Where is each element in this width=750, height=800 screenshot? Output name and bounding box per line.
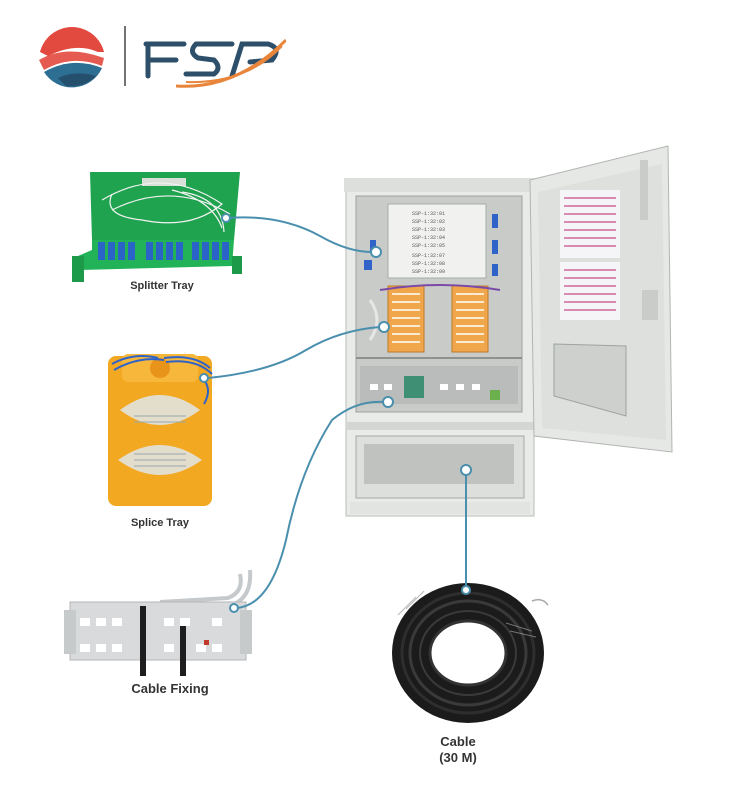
cable-fixing-image	[64, 566, 254, 676]
splitter-label-5: SSP-1:32:05	[412, 243, 445, 249]
leader-dot-cable	[461, 585, 471, 595]
leader-dot-splitter-cabinet	[370, 246, 382, 258]
brand-logo	[36, 20, 286, 92]
leader-dot-splice	[199, 373, 209, 383]
cable-caption-line2: (30 M)	[439, 750, 477, 765]
splitter-label-7: SSP-1:32:07	[412, 253, 445, 259]
splitter-label-3: SSP-1:32:03	[412, 227, 445, 233]
splitter-label-1: SSP-1:32:01	[412, 211, 445, 217]
splitter-label-8: SSP-1:32:08	[412, 261, 445, 267]
splitter-tray-image	[72, 170, 247, 285]
cable-fixing-caption: Cable Fixing	[131, 681, 209, 696]
leader-dot-fixing	[229, 603, 239, 613]
splice-tray-caption: Splice Tray	[130, 517, 190, 529]
splitter-label-2: SSP-1:32:02	[412, 219, 445, 225]
leader-splice	[207, 326, 381, 379]
leader-dot-fixing-cabinet	[382, 396, 394, 408]
splitter-tray-caption: Splitter Tray	[130, 280, 194, 292]
logo-emblem-icon	[39, 23, 105, 89]
logo-wordmark-icon	[143, 38, 286, 88]
leader-dot-splitter	[221, 213, 231, 223]
splice-tray-image	[104, 350, 216, 508]
leader-dot-splice-cabinet	[378, 321, 390, 333]
leader-dot-cable-cabinet	[460, 464, 472, 476]
leader-splitter	[227, 216, 373, 253]
splitter-label-9: SSP-1:32:09	[412, 269, 445, 275]
leader-fixing	[235, 400, 385, 609]
cabinet-image: SSP-1:32:01 SSP-1:32:02 SSP-1:32:03 SSP-…	[340, 140, 680, 520]
splitter-label-4: SSP-1:32:04	[412, 235, 445, 241]
cable-caption: Cable (30 M)	[418, 734, 498, 766]
cable-coil-image	[386, 575, 550, 730]
cable-caption-line1: Cable	[440, 734, 476, 749]
